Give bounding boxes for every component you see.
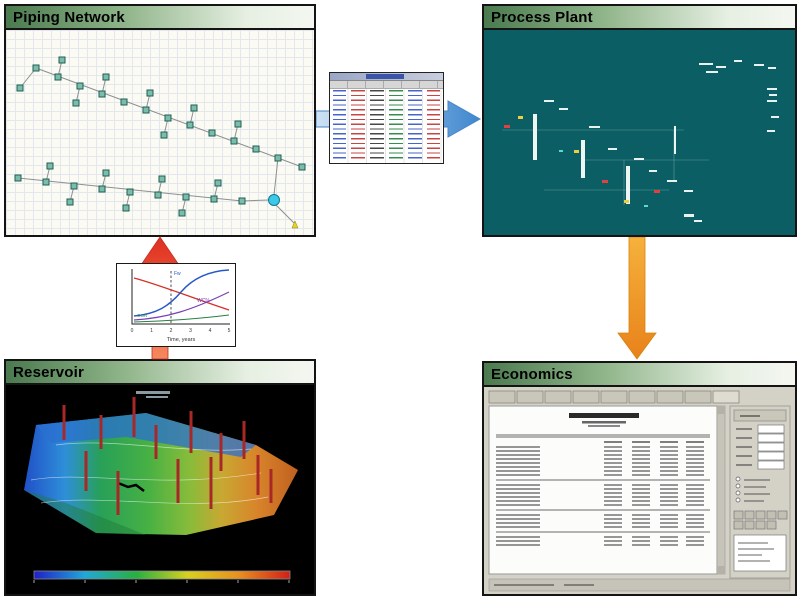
fluid-data-table-inset [329, 72, 444, 164]
economics-report-screenshot [484, 387, 795, 594]
fault-crack [117, 481, 145, 492]
tabs-row [488, 390, 740, 404]
x-tick-labels: 0 1 2 3 4 5 [131, 328, 231, 334]
color-scale-bar [33, 570, 291, 580]
svg-text:5: 5 [228, 328, 231, 334]
table-column [351, 90, 366, 162]
vertical-scrollbar [716, 405, 726, 575]
performance-chart: Fw WC% GOR 0 1 2 3 4 5 Time, years [131, 269, 231, 343]
chart-axes [131, 269, 230, 325]
network-nodes [14, 56, 306, 217]
gor-label: GOR [137, 313, 148, 318]
well-performance-chart-inset: Fw WC% GOR 0 1 2 3 4 5 Time, years [116, 263, 236, 347]
flow-arrow-plant-to-economics [617, 237, 657, 360]
economics-report-window [484, 387, 795, 594]
panel-header: Economics [484, 363, 795, 387]
svg-text:2: 2 [170, 328, 173, 334]
panel-header: Process Plant [484, 6, 795, 30]
status-bar [488, 578, 791, 592]
network-graph [14, 56, 306, 229]
watercut-label: WC% [197, 298, 210, 304]
svg-text:3: 3 [189, 328, 192, 334]
gor-curve [133, 314, 230, 323]
table-rows-area [330, 89, 443, 163]
terrain-blue-band [36, 413, 256, 457]
piping-network-canvas [6, 30, 314, 235]
report-title-marks [569, 413, 639, 427]
contour-lines [30, 442, 269, 504]
process-accents [504, 116, 660, 207]
table-column [426, 90, 441, 162]
flag-marker [291, 220, 299, 229]
table-column [332, 90, 347, 162]
sidebar-controls [729, 405, 791, 579]
panel-title: Economics [491, 365, 573, 383]
reservoir-3d-map [24, 391, 298, 583]
reservoir-panel: Reservoir [4, 359, 316, 596]
panel-title: Reservoir [13, 363, 85, 381]
process-plant-panel: Process Plant [482, 4, 797, 237]
table-window-title-block [366, 74, 404, 79]
table-column [370, 90, 384, 162]
well-bars [62, 397, 273, 515]
panel-header: Piping Network [6, 6, 314, 30]
sink-node [268, 194, 280, 206]
report-page [488, 405, 718, 575]
reservoir-map-canvas [6, 385, 314, 594]
table-window-titlebar [330, 73, 443, 81]
pipeline-links [17, 59, 303, 224]
color-scale-ticks [33, 580, 290, 583]
svg-text:0: 0 [131, 328, 134, 334]
chart-labels: Fw WC% GOR [137, 271, 210, 318]
process-flow-diagram [502, 60, 779, 222]
panel-title: Process Plant [491, 8, 593, 26]
fw-label: Fw [174, 271, 181, 277]
table-column [407, 90, 422, 162]
rate-decline-curve [133, 277, 230, 311]
process-labels [544, 60, 779, 222]
economics-panel: Economics [482, 361, 797, 596]
process-lines [502, 129, 709, 205]
x-axis-label: Time, years [167, 337, 196, 343]
watercut-curve [133, 291, 230, 321]
svg-text:1: 1 [150, 328, 153, 334]
process-columns [533, 114, 676, 204]
piping-network-panel: Piping Network [4, 4, 316, 237]
process-plant-canvas [484, 30, 795, 235]
caption-text-marks [136, 391, 170, 398]
panel-title: Piping Network [13, 8, 125, 26]
table-column [388, 90, 403, 162]
report-rules [496, 434, 710, 533]
fw-curve [133, 269, 230, 317]
table-column-headers [330, 81, 443, 89]
panel-header: Reservoir [6, 361, 314, 385]
svg-text:4: 4 [209, 328, 212, 334]
